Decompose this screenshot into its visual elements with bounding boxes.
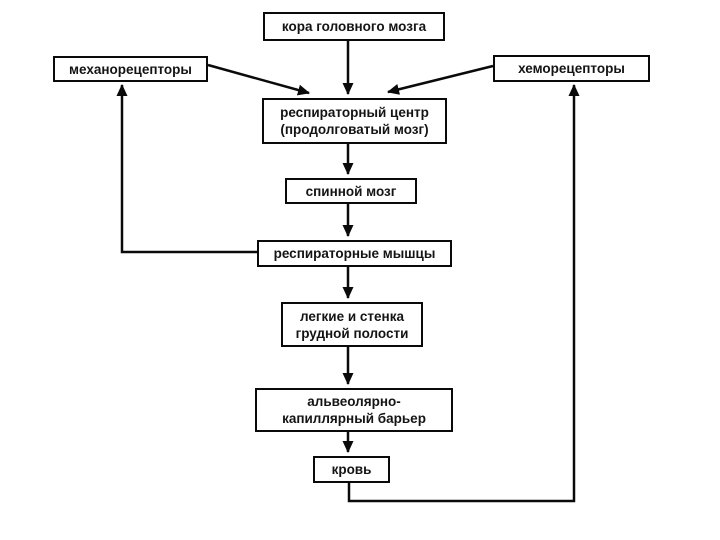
node-cortex-label: кора головного мозга <box>281 19 427 34</box>
edge-muscles-to-mechanoreceptors-feedback-arrow <box>116 84 257 254</box>
node-mechanoreceptors: механорецепторы <box>53 56 208 82</box>
node-spinal-cord-label: спинной мозг <box>305 183 397 199</box>
edge-blood-to-chemoreceptors-feedback-arrow <box>347 84 580 503</box>
node-respiratory-center: респираторный центр (продолговатый мозг) <box>262 98 447 144</box>
node-respiratory-center-label-line1: респираторный центр <box>280 105 429 120</box>
edge-chemoreceptors-to-center-arrow <box>387 64 494 95</box>
node-respiratory-center-label-line2: (продолговатый мозг) <box>280 122 429 137</box>
node-blood-label: кровь <box>331 462 372 477</box>
node-cortex: кора головного мозга <box>263 12 445 41</box>
node-alveolar-capillary-barrier-label-line2: капиллярный барьер <box>282 411 426 426</box>
node-blood: кровь <box>313 456 390 483</box>
node-spinal-cord: спинной мозг <box>285 178 417 204</box>
node-alveolar-capillary-barrier-label-line1: альвеолярно- <box>307 394 401 409</box>
node-chemoreceptors: хеморецепторы <box>493 55 650 82</box>
node-chemoreceptors-label: хеморецепторы <box>518 61 625 76</box>
edge-mechanoreceptors-to-center-arrow <box>207 63 310 96</box>
node-lungs-chest-wall-label-line1: легкие и стенка <box>300 308 404 324</box>
node-lungs-chest-wall-label-line2: грудной полости <box>295 325 409 341</box>
node-mechanoreceptors-label: механорецепторы <box>69 61 192 77</box>
node-alveolar-capillary-barrier: альвеолярно- капиллярный барьер <box>255 388 453 432</box>
node-respiratory-muscles-label: респираторные мышцы <box>273 246 436 261</box>
node-lungs-chest-wall: легкие и стенка грудной полости <box>281 302 423 347</box>
node-respiratory-muscles: респираторные мышцы <box>257 240 452 267</box>
